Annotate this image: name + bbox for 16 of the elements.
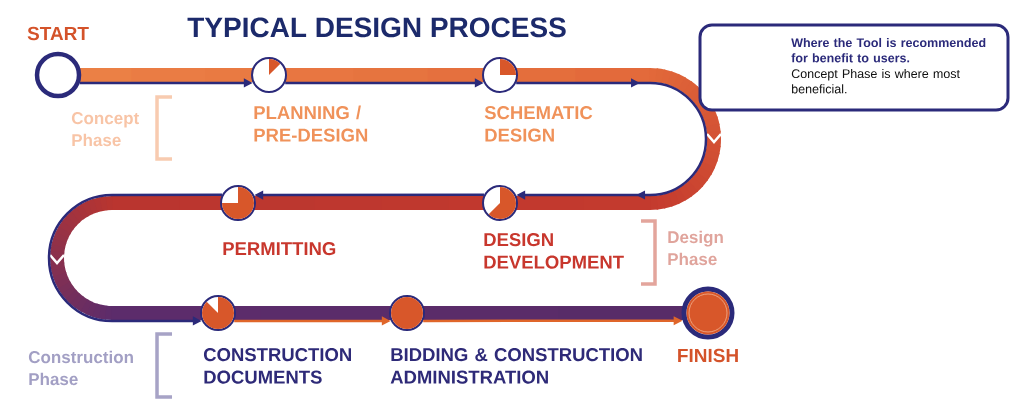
- finish-label: FINISH: [678, 348, 738, 363]
- title: TYPICAL DESIGN PROCESS: [187, 17, 566, 38]
- callout-heading: Where the Tool is recommended for benefit to users.: [791, 37, 986, 63]
- stage-label: DESIGN DEVELOPMENT: [484, 233, 624, 269]
- callout-text: Concept Phase is where most beneficial.: [791, 68, 960, 94]
- phase-label: Design Phase: [668, 230, 723, 266]
- stage-label: SCHEMATIC DESIGN: [484, 106, 593, 142]
- phase-label: Concept Phase: [71, 112, 139, 147]
- start-label: START: [27, 26, 89, 41]
- stage-label: CONSTRUCTION DOCUMENTS: [203, 348, 351, 384]
- callout-box: [698, 23, 1010, 112]
- phase-label: Construction Phase: [28, 350, 133, 386]
- stage-label: BIDDING & CONSTRUCTION ADMINISTRATION: [390, 348, 642, 384]
- stage-label: PLANNING / PRE-DESIGN: [254, 105, 368, 142]
- arrow: [516, 78, 708, 200]
- stage-label: PERMITTING: [223, 242, 336, 256]
